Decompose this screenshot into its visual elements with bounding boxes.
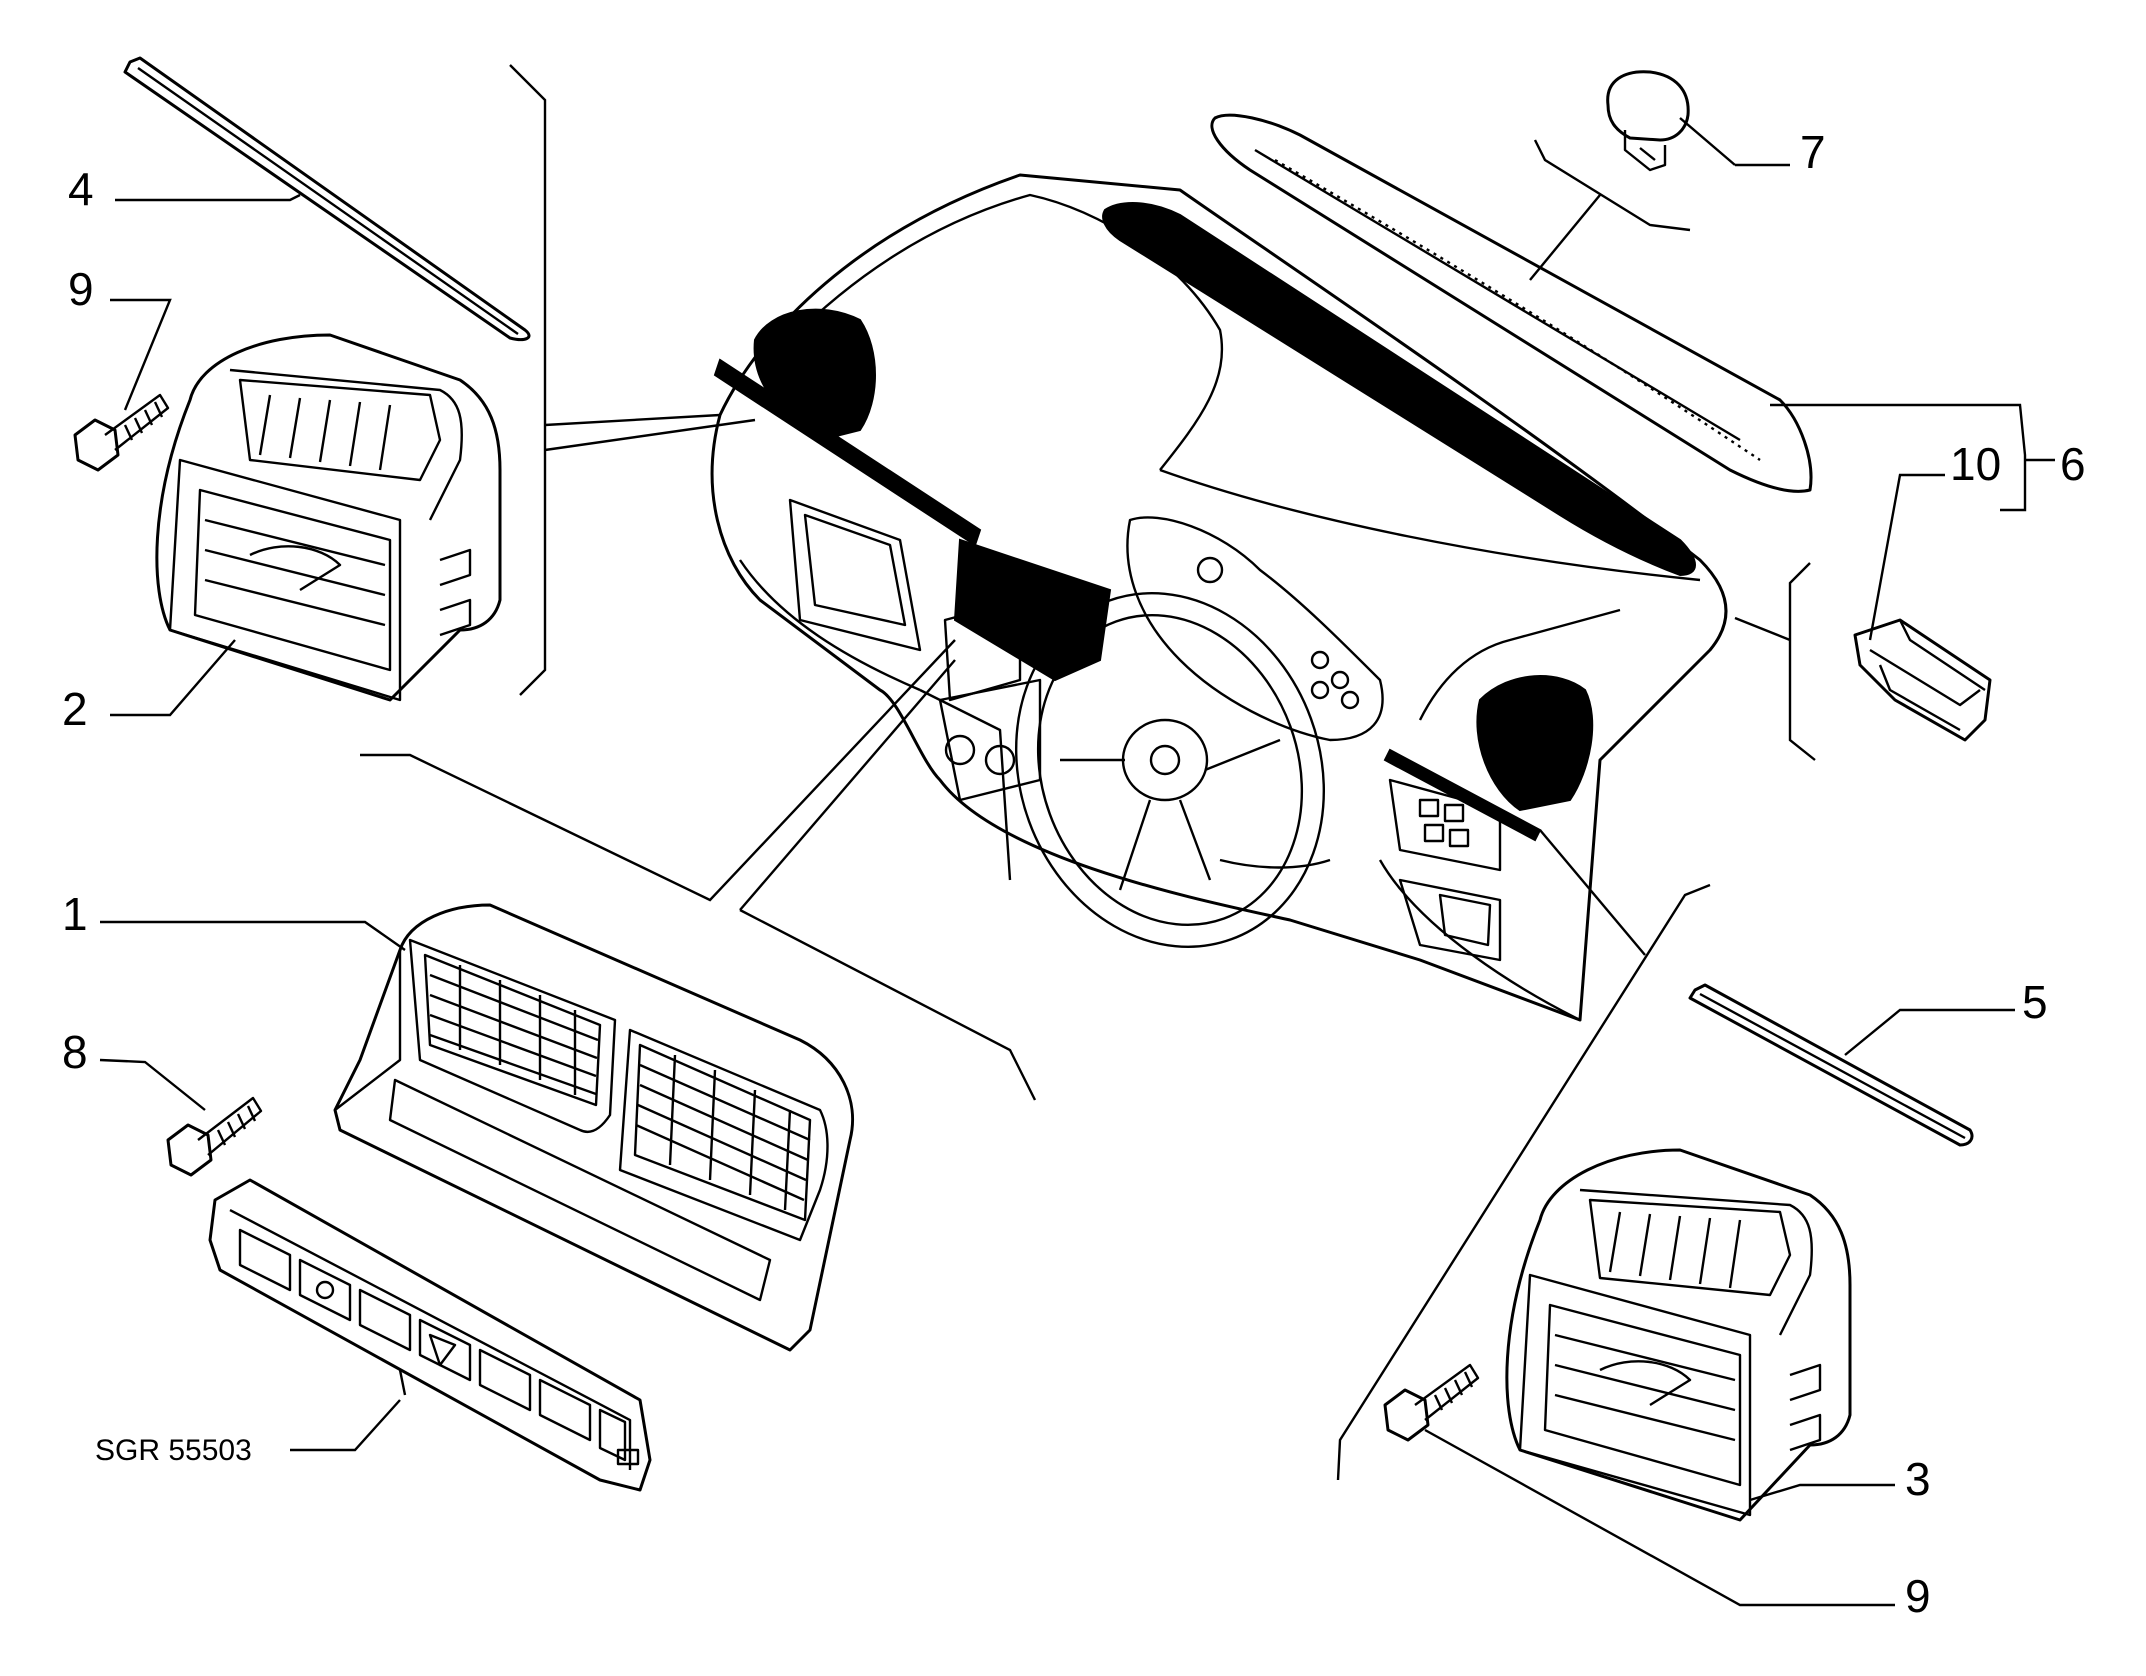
label-6: 6 (2060, 438, 2086, 490)
switch-panel-sgr-55503 (208, 1178, 652, 1492)
leader-lines (99, 64, 2055, 1607)
label-9-bottom: 9 (1905, 1570, 1931, 1622)
part-10-bracket (1853, 618, 1992, 742)
part-5-trim-strip (1688, 983, 1974, 1147)
part-3-right-vent (1505, 1148, 1852, 1522)
part-6-upper-trim (1210, 113, 1813, 493)
label-3: 3 (1905, 1453, 1931, 1505)
part-4-trim-strip (123, 56, 531, 342)
callout-labels: 4 9 2 1 8 SGR 55503 7 10 6 5 3 9 (62, 126, 2086, 1622)
label-2: 2 (62, 683, 88, 735)
screw-9-top (73, 393, 170, 472)
label-9-top: 9 (68, 263, 94, 315)
screw-8 (166, 1096, 263, 1177)
label-10: 10 (1950, 438, 2001, 490)
part-7-clip (1606, 70, 1690, 172)
label-8: 8 (62, 1026, 88, 1078)
label-1: 1 (62, 888, 88, 940)
dashboard-assembly (710, 173, 1728, 1022)
part-2-left-vent (155, 333, 502, 702)
label-4: 4 (68, 163, 94, 215)
drawing-code: SGR 55503 (95, 1434, 252, 1467)
label-5: 5 (2022, 976, 2048, 1028)
screw-9-bottom (1383, 1363, 1480, 1442)
part-1-center-grille (333, 903, 855, 1352)
label-7: 7 (1800, 126, 1826, 178)
